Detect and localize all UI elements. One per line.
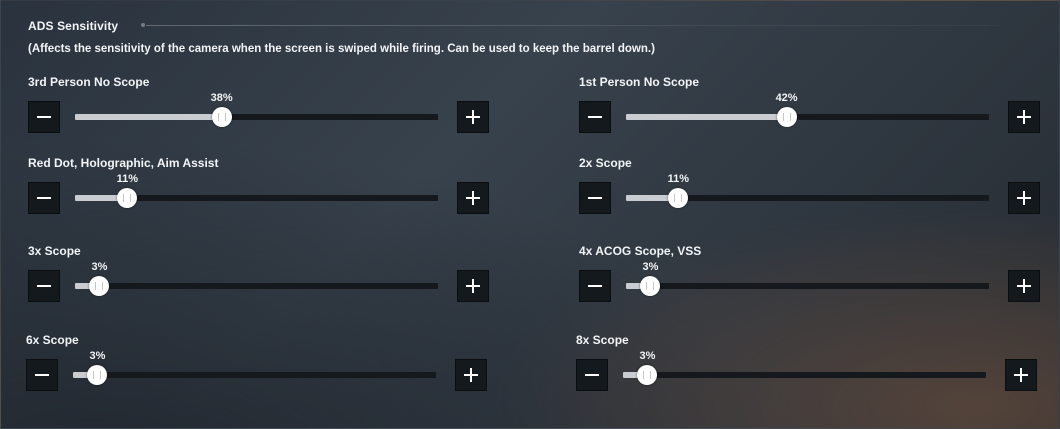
header-divider	[146, 25, 999, 26]
grip-icon	[674, 194, 683, 202]
plus-icon-vertical	[472, 279, 474, 293]
slider-value: 3%	[642, 261, 659, 273]
minus-icon	[37, 116, 51, 118]
setting-3x-scope: 3x Scope 3%	[28, 244, 489, 314]
grip-icon	[643, 371, 652, 379]
slider-thumb[interactable]	[89, 276, 110, 296]
decrease-button[interactable]	[26, 359, 58, 391]
slider-fill	[75, 195, 128, 201]
slider-track[interactable]: 3%	[75, 261, 438, 296]
plus-icon-vertical	[1020, 368, 1022, 382]
section-description: (Affects the sensitivity of the camera w…	[28, 43, 655, 55]
setting-label: 8x Scope	[576, 333, 629, 347]
setting-3rd-person-no-scope: 3rd Person No Scope 38%	[28, 75, 489, 145]
plus-icon-vertical	[470, 368, 472, 382]
grip-icon	[123, 194, 132, 202]
slider-fill	[75, 283, 100, 289]
setting-4x-acog-scope-vss: 4x ACOG Scope, VSS 3%	[579, 244, 1040, 314]
section-title: ADS Sensitivity	[28, 19, 119, 33]
slider-thumb[interactable]	[117, 188, 138, 208]
minus-icon	[35, 374, 49, 376]
grip-icon	[646, 282, 655, 290]
grip-icon	[782, 113, 791, 121]
decrease-button[interactable]	[576, 359, 608, 391]
setting-label: 1st Person No Scope	[579, 75, 700, 89]
decrease-button[interactable]	[579, 182, 611, 214]
increase-button[interactable]	[1005, 359, 1037, 391]
plus-icon-vertical	[472, 110, 474, 124]
slider-fill	[75, 114, 222, 120]
increase-button[interactable]	[1008, 101, 1040, 133]
slider-thumb[interactable]	[637, 365, 658, 385]
slider-track[interactable]: 3%	[73, 350, 436, 385]
slider-value: 38%	[210, 92, 233, 104]
minus-icon	[37, 197, 51, 199]
slider-thumb[interactable]	[211, 107, 232, 127]
setting-8x-scope: 8x Scope 3%	[576, 333, 1037, 403]
setting-label: 2x Scope	[579, 156, 632, 170]
minus-icon	[585, 374, 599, 376]
decrease-button[interactable]	[579, 270, 611, 302]
increase-button[interactable]	[457, 182, 489, 214]
increase-button[interactable]	[1008, 270, 1040, 302]
slider-thumb[interactable]	[776, 107, 797, 127]
setting-6x-scope: 6x Scope 3%	[26, 333, 487, 403]
slider-value: 3%	[89, 350, 106, 362]
minus-icon	[588, 285, 602, 287]
setting-1st-person-no-scope: 1st Person No Scope 42%	[579, 75, 1040, 145]
increase-button[interactable]	[455, 359, 487, 391]
minus-icon	[588, 197, 602, 199]
setting-2x-scope: 2x Scope 11%	[579, 156, 1040, 226]
slider-fill	[626, 195, 679, 201]
decrease-button[interactable]	[28, 182, 60, 214]
slider-value: 42%	[775, 92, 798, 104]
slider-track[interactable]: 3%	[623, 350, 986, 385]
setting-label: 4x ACOG Scope, VSS	[579, 244, 702, 258]
increase-button[interactable]	[1008, 182, 1040, 214]
plus-icon-vertical	[1023, 110, 1025, 124]
slider-value: 11%	[667, 173, 690, 185]
header-divider-dot	[141, 23, 145, 27]
slider-fill	[73, 372, 98, 378]
decrease-button[interactable]	[28, 270, 60, 302]
slider-fill	[623, 372, 648, 378]
slider-thumb[interactable]	[87, 365, 108, 385]
minus-icon	[37, 285, 51, 287]
slider-track[interactable]: 11%	[626, 173, 989, 208]
slider-value: 3%	[91, 261, 108, 273]
slider-value: 11%	[116, 173, 139, 185]
slider-track[interactable]: 3%	[626, 261, 989, 296]
slider-value: 3%	[639, 350, 656, 362]
slider-thumb[interactable]	[640, 276, 661, 296]
minus-icon	[588, 116, 602, 118]
grip-icon	[217, 113, 226, 121]
plus-icon-vertical	[1023, 191, 1025, 205]
slider-fill	[626, 114, 787, 120]
plus-icon-vertical	[1023, 279, 1025, 293]
decrease-button[interactable]	[579, 101, 611, 133]
plus-icon-vertical	[472, 191, 474, 205]
slider-thumb[interactable]	[668, 188, 689, 208]
setting-red-dot-holographic-aim-assist: Red Dot, Holographic, Aim Assist 11%	[28, 156, 489, 226]
setting-label: Red Dot, Holographic, Aim Assist	[28, 156, 219, 170]
increase-button[interactable]	[457, 270, 489, 302]
setting-label: 3rd Person No Scope	[28, 75, 150, 89]
setting-label: 3x Scope	[28, 244, 81, 258]
decrease-button[interactable]	[28, 101, 60, 133]
increase-button[interactable]	[457, 101, 489, 133]
slider-track[interactable]: 11%	[75, 173, 438, 208]
slider-fill	[626, 283, 651, 289]
slider-track[interactable]: 42%	[626, 92, 989, 127]
grip-icon	[93, 371, 102, 379]
setting-label: 6x Scope	[26, 333, 79, 347]
slider-track[interactable]: 38%	[75, 92, 438, 127]
grip-icon	[95, 282, 104, 290]
